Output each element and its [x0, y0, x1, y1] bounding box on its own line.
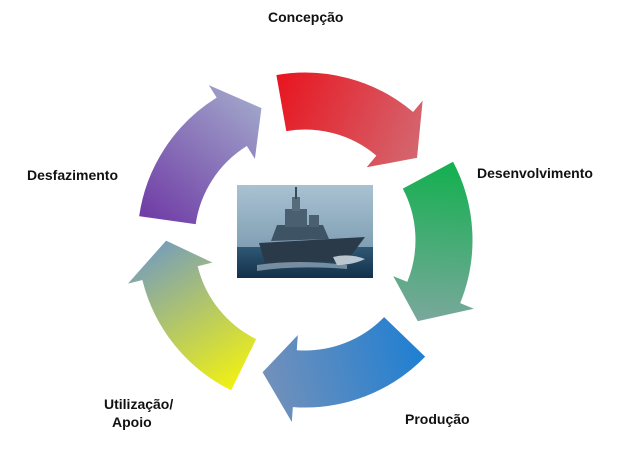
stage-label-utilizacao-apoio: Utilização/ Apoio [104, 396, 174, 430]
stage-label-concepcao: Concepção [268, 9, 344, 25]
arrow-desfazimento [138, 82, 263, 226]
stage-label-desfazimento: Desfazimento [27, 167, 119, 183]
arrow-utilizacao-apoio [125, 239, 258, 392]
arrow-desenvolvimento [391, 160, 478, 323]
arrow-producao [261, 315, 427, 426]
stage-label-producao: Produção [405, 411, 470, 427]
arrow-concepcao [275, 71, 424, 169]
stage-label-desenvolvimento: Desenvolvimento [477, 165, 593, 181]
ship-image [237, 185, 373, 278]
